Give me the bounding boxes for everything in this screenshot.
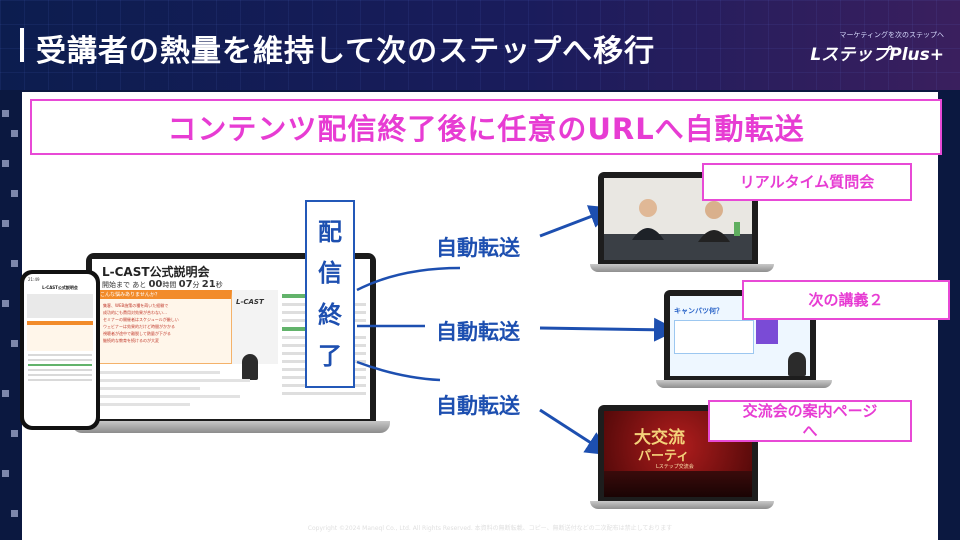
lecture-card [674,320,754,354]
problem-card: 集客、WEB施策の種を蒔いた経験で 成功的にも費用対効果が合わない… セミナーの… [98,290,232,364]
flow-label-top: 自動転送 [436,236,520,260]
countdown-unit-s: 秒 [215,281,223,289]
phone-time: 21:49 [28,277,40,282]
destination-label: 交流会の案内ページへ [742,402,878,440]
branch-curve-top [356,266,461,292]
question-item: セミナーの開催者はスケジュールが厳しい [103,317,179,322]
webinar-title: L-CAST公式説明会 [102,265,210,279]
laptop-base [656,380,832,388]
smartphone: 21:49 L-CAST公式説明会 [20,270,100,430]
vlabel-char: 終 [318,300,342,329]
arrow-bottom [539,408,611,456]
laptop-base [590,501,774,509]
destination-tag-social-event: 交流会の案内ページへ [708,400,912,442]
event-screen: 大交流 パーティ Lステップ交流会 [604,411,752,497]
title-accent-bar [20,28,24,62]
webinar-video[interactable]: L-CAST [232,290,278,364]
branch-curve-bottom [356,360,441,382]
lecture-headline: キャンバツ何？ [674,307,723,315]
event-headline-1: 大交流 [634,428,685,448]
side-decoration [0,90,22,540]
phone-video[interactable] [27,294,93,318]
brand-logo: マーケティングを次のステップへ LステップPlus+ [810,30,944,65]
copyright: Copyright ©2024 Maneql Co., Ltd. All Rig… [307,525,673,532]
product-box [756,318,778,344]
logo-name-text: Lステップ [810,45,890,65]
question-item: 成功的にも費用対効果が合わない… [103,310,167,315]
destination-tag-next-lecture: 次の講義２ [742,280,950,320]
logo-tagline: マーケティングを次のステップへ [839,31,944,39]
presenter-figure [242,354,258,380]
laptop-next-lecture: キャンバツ何？ [656,290,832,390]
flow-label-bottom: 自動転送 [436,394,520,418]
logo-name: LステップPlus+ [810,40,944,65]
arrow-top [539,205,614,238]
event-tagline: Lステップ交流会 [656,464,694,470]
question-item: ウェビナーは効果的だけど時間がかかる [103,324,175,329]
countdown: 開始まで あと 00時間 07分 21秒 [102,279,223,290]
logo-plus-text: Plus+ [889,45,944,65]
event-headline-2: パーティ [638,449,690,464]
banner-text: コンテンツ配信終了後に任意のURLへ自動転送 [167,112,805,146]
vlabel-char: 信 [318,259,342,288]
laptop-bezel: キャンバツ何？ [664,290,816,382]
page-title: 受講者の熱量を維持して次のステップへ移行 [36,34,656,69]
question-item: 継続的な教育を続けるのが大変 [103,338,159,343]
phone-screen: 21:49 L-CAST公式説明会 [24,274,96,426]
video-logo: L-CAST [236,298,264,306]
countdown-seconds: 21 [201,279,216,290]
destination-tag-qa: リアルタイム質問会 [702,163,912,201]
flow-label-mid: 自動転送 [436,320,520,344]
destination-label: リアルタイム質問会 [739,173,875,191]
countdown-minutes: 07 [178,279,193,290]
vlabel-char: 配 [318,217,342,246]
header: 受講者の熱量を維持して次のステップへ移行 マーケティングを次のステップへ Lステ… [0,0,960,90]
phone-title: L-CAST公式説明会 [42,285,78,290]
problem-card-header: こんな悩みありませんか？ [100,292,160,298]
presenter-figure [788,352,806,376]
countdown-prefix: 開始まで あと [102,281,147,289]
arrow-mid [539,317,678,342]
countdown-hours: 00 [148,279,163,290]
destination-label: 次の講義２ [808,291,884,309]
question-item: 視聴者が途中で離脱して熱量が下がる [103,331,171,336]
laptop-base [72,421,390,433]
crowd [604,471,752,497]
vlabel-char: 了 [318,342,342,371]
delivery-end-label: 配 信 終 了 [305,200,355,388]
countdown-unit-m: 分 [192,281,200,289]
headline-banner: コンテンツ配信終了後に任意のURLへ自動転送 [30,99,942,155]
phone-problem-card [27,321,93,351]
countdown-unit-h: 時間 [162,281,177,289]
laptop-base [590,264,774,272]
question-item: 集客、WEB施策の種を蒔いた経験で [103,303,169,308]
